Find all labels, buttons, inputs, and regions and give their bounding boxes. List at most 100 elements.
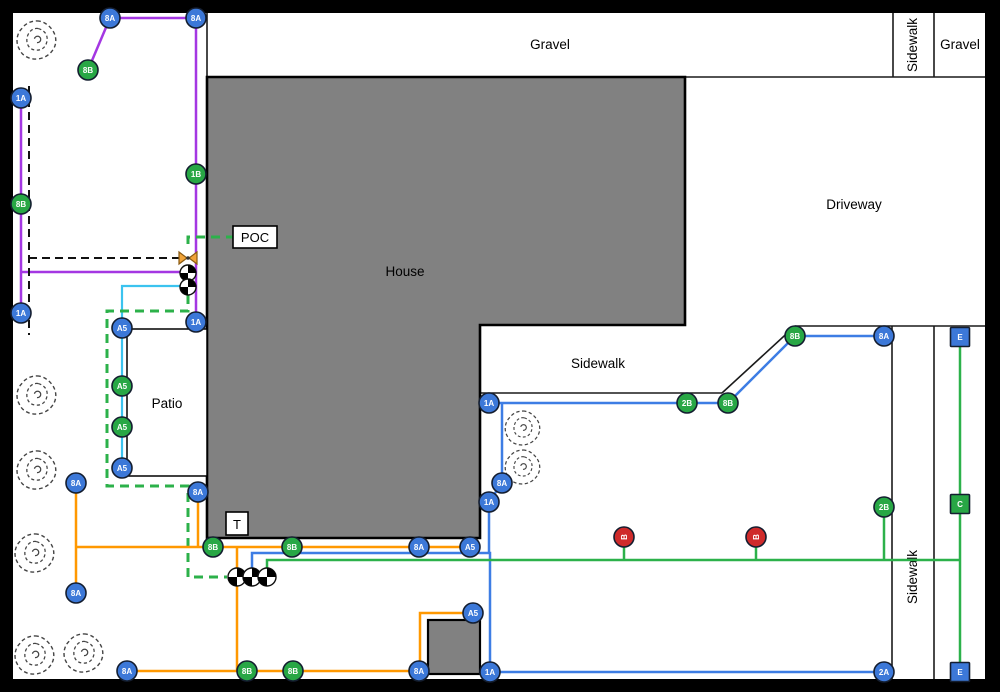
head-1A[interactable]: 1A bbox=[10, 87, 32, 109]
head-label: 1A bbox=[191, 318, 201, 327]
head-8A[interactable]: 8A bbox=[65, 582, 87, 604]
head-2A[interactable]: 2A bbox=[873, 661, 895, 683]
head-label: E bbox=[957, 333, 963, 342]
sidewalk-top-label: Sidewalk bbox=[905, 18, 920, 72]
head-label: 8B bbox=[83, 66, 93, 75]
backflow-device[interactable] bbox=[179, 264, 197, 282]
head-label: A5 bbox=[117, 423, 128, 432]
head-1A[interactable]: 1A bbox=[479, 661, 501, 683]
shutoff-valve[interactable] bbox=[178, 250, 198, 266]
poc-label: POC bbox=[241, 230, 269, 245]
backflow-device[interactable] bbox=[179, 278, 197, 296]
head-8B[interactable]: 8B bbox=[784, 325, 806, 347]
head-A5[interactable]: A5 bbox=[459, 536, 481, 558]
mainline-dashed[interactable] bbox=[186, 235, 235, 250]
poc-callout[interactable]: POC bbox=[232, 225, 278, 249]
head-2B[interactable]: 2B bbox=[676, 392, 698, 414]
mainline-dashed[interactable] bbox=[105, 295, 227, 579]
head-label: 8B bbox=[723, 399, 733, 408]
head-label: 8B bbox=[16, 200, 26, 209]
head-label: A5 bbox=[468, 609, 479, 618]
head-label: 8A bbox=[191, 14, 201, 23]
head-E[interactable]: E bbox=[949, 326, 971, 348]
head-label: 1A bbox=[484, 399, 494, 408]
head-label: 8A bbox=[193, 488, 203, 497]
head-label: 8B bbox=[242, 667, 252, 676]
head-8A[interactable]: 8A bbox=[408, 536, 430, 558]
head-label: 1A bbox=[484, 498, 494, 507]
head-label: B bbox=[620, 534, 629, 540]
head-8A[interactable]: 8A bbox=[116, 660, 138, 682]
head-8B[interactable]: 8B bbox=[10, 193, 32, 215]
head-2B[interactable]: 2B bbox=[873, 496, 895, 518]
head-label: A5 bbox=[117, 324, 128, 333]
head-label: 8A bbox=[414, 543, 424, 552]
head-label: 1B bbox=[191, 170, 201, 179]
head-1B[interactable]: 1B bbox=[185, 163, 207, 185]
cyan-zone-pipe[interactable] bbox=[120, 284, 181, 468]
head-label: 8A bbox=[105, 14, 115, 23]
head-8B[interactable]: 8B bbox=[236, 660, 258, 682]
zone-valve[interactable] bbox=[257, 567, 277, 587]
head-label: 8A bbox=[71, 589, 81, 598]
head-label: 8B bbox=[288, 667, 298, 676]
head-label: B bbox=[752, 534, 761, 540]
head-label: 8B bbox=[208, 543, 218, 552]
head-1A[interactable]: 1A bbox=[10, 302, 32, 324]
head-B[interactable]: B bbox=[745, 526, 767, 548]
blue-zone-pipe[interactable] bbox=[489, 334, 884, 405]
patio-label: Patio bbox=[152, 396, 183, 411]
head-1A[interactable]: 1A bbox=[478, 491, 500, 513]
head-label: 1A bbox=[16, 94, 26, 103]
sidewalk-mid-label: Sidewalk bbox=[571, 356, 625, 371]
head-label: 8A bbox=[122, 667, 132, 676]
head-8B[interactable]: 8B bbox=[282, 660, 304, 682]
head-label: A5 bbox=[117, 382, 128, 391]
zone-valve[interactable] bbox=[227, 567, 247, 587]
blue-zone-pipe[interactable] bbox=[250, 551, 884, 674]
head-label: A5 bbox=[117, 464, 128, 473]
head-8A[interactable]: 8A bbox=[185, 7, 207, 29]
sidewalk-right-label: Sidewalk bbox=[905, 550, 920, 604]
head-8A[interactable]: 8A bbox=[491, 472, 513, 494]
head-label: 1A bbox=[16, 309, 26, 318]
head-8B[interactable]: 8B bbox=[77, 59, 99, 81]
head-8A[interactable]: 8A bbox=[187, 481, 209, 503]
head-E[interactable]: E bbox=[949, 661, 971, 683]
head-8B[interactable]: 8B bbox=[717, 392, 739, 414]
timer-callout[interactable]: T bbox=[225, 511, 249, 536]
head-A5[interactable]: A5 bbox=[111, 457, 133, 479]
head-label: 8A bbox=[71, 479, 81, 488]
shed-shape[interactable] bbox=[426, 618, 482, 676]
head-1A[interactable]: 1A bbox=[185, 311, 207, 333]
house-shape[interactable] bbox=[205, 75, 687, 540]
head-label: 2B bbox=[682, 399, 692, 408]
head-8A[interactable]: 8A bbox=[99, 7, 121, 29]
gravel-corner-label: Gravel bbox=[940, 37, 980, 52]
head-label: A5 bbox=[465, 543, 476, 552]
head-1A[interactable]: 1A bbox=[478, 392, 500, 414]
gravel-top-label: Gravel bbox=[530, 37, 570, 52]
head-label: 8A bbox=[879, 332, 889, 341]
head-A5[interactable]: A5 bbox=[111, 416, 133, 438]
head-label: 2B bbox=[879, 503, 889, 512]
patio-shape[interactable] bbox=[126, 328, 208, 477]
head-8A[interactable]: 8A bbox=[65, 472, 87, 494]
head-A5[interactable]: A5 bbox=[462, 602, 484, 624]
head-A5[interactable]: A5 bbox=[111, 375, 133, 397]
orange-zone-pipe[interactable] bbox=[127, 611, 473, 673]
green-zone-pipe[interactable] bbox=[265, 558, 960, 568]
head-A5[interactable]: A5 bbox=[111, 317, 133, 339]
head-label: 8B bbox=[790, 332, 800, 341]
head-8A[interactable]: 8A bbox=[873, 325, 895, 347]
head-8B[interactable]: 8B bbox=[202, 536, 224, 558]
head-C[interactable]: C bbox=[949, 493, 971, 515]
head-8A[interactable]: 8A bbox=[408, 660, 430, 682]
blue-zone-pipe[interactable] bbox=[487, 403, 504, 553]
head-8B[interactable]: 8B bbox=[281, 536, 303, 558]
head-B[interactable]: B bbox=[613, 526, 635, 548]
head-label: C bbox=[957, 500, 963, 509]
timer-label: T bbox=[233, 517, 241, 532]
driveway-label: Driveway bbox=[826, 197, 882, 212]
